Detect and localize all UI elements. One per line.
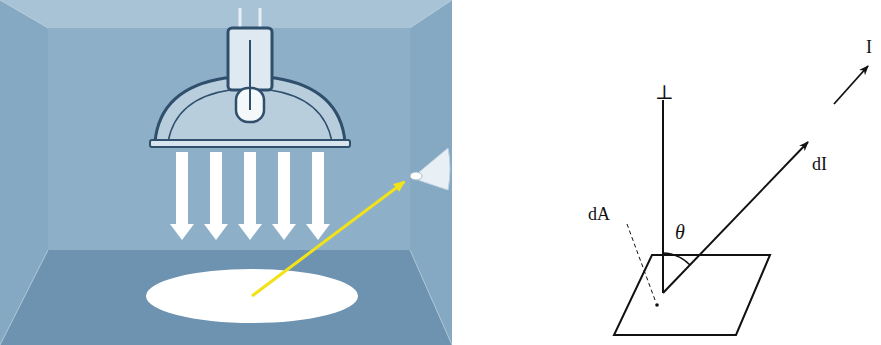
light-beams (170, 152, 330, 240)
normal-line (662, 100, 664, 293)
floor (0, 250, 452, 345)
reflected-ray (252, 182, 404, 296)
beam-arrow (238, 152, 262, 240)
beam-arrow (204, 152, 228, 240)
intensity-label: I (866, 38, 872, 56)
ray-label: dI (812, 155, 827, 173)
angle-arc (663, 253, 690, 265)
angle-label: θ (675, 222, 685, 242)
room-scene (0, 0, 452, 345)
ceiling (0, 0, 452, 28)
area-label: dA (588, 205, 610, 223)
beam-arrow (272, 152, 296, 240)
surface-element (614, 255, 770, 335)
normal-symbol: ⊥ (655, 82, 674, 102)
beam-arrow (170, 152, 194, 240)
leader-line (627, 224, 655, 300)
ray-direction (663, 142, 808, 293)
eye (410, 148, 450, 190)
intensity-arrow (834, 66, 868, 104)
lamp (150, 8, 350, 147)
area-point (655, 303, 659, 307)
beam-arrow (306, 152, 330, 240)
geometry-diagram (614, 66, 868, 335)
room-background (0, 0, 452, 345)
